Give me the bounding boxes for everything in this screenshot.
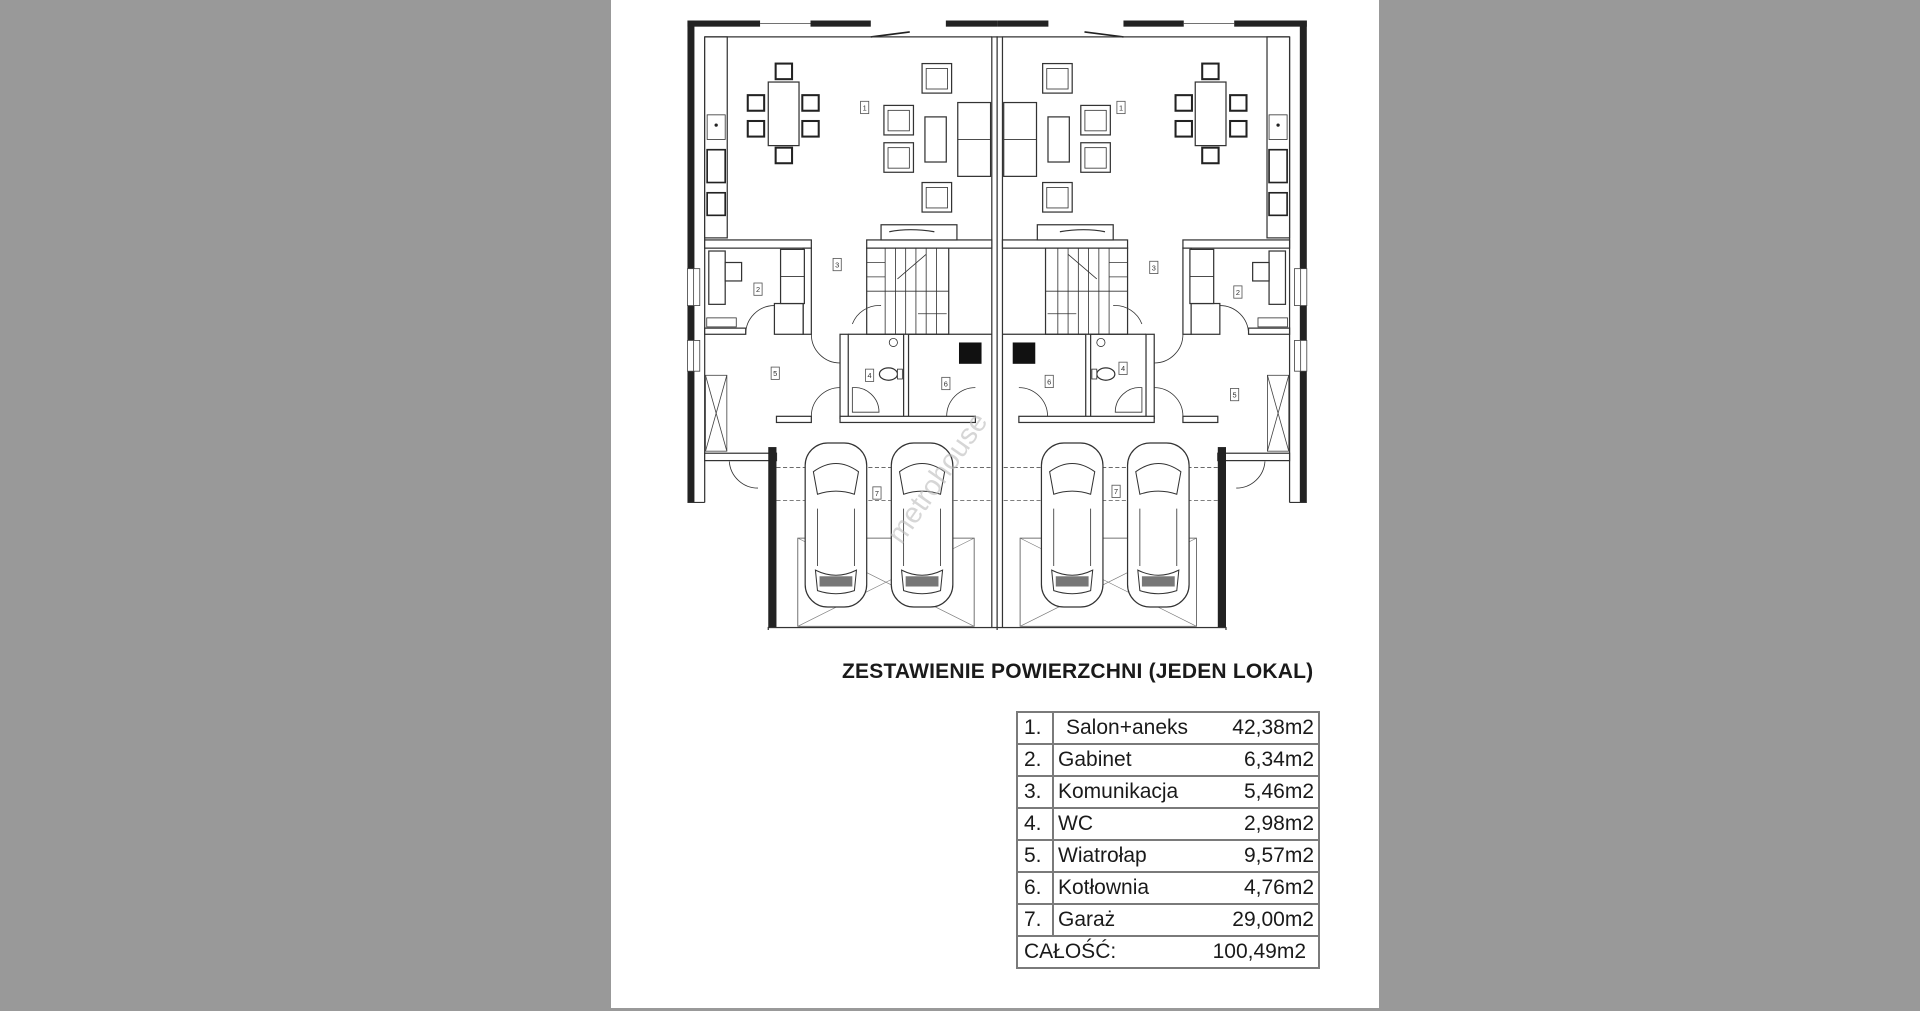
room-label: 4: [868, 371, 872, 380]
room-label: 6: [1047, 377, 1051, 386]
room-label: 2: [1236, 288, 1240, 297]
right-unit: [997, 21, 1307, 630]
room-label: 1: [863, 103, 867, 112]
room-label: 5: [773, 369, 777, 378]
floor-plan: 1 3 2 5 4 6 7 1 3 2 4 6 5 7 metrohouse: [680, 0, 1320, 630]
room-label: 3: [1152, 263, 1156, 272]
area-summary-title: ZESTAWIENIE POWIERZCHNI (JEDEN LOKAL): [842, 660, 1314, 683]
room-label: 1: [1119, 103, 1123, 112]
room-label: 4: [1121, 364, 1125, 373]
table-total-row: CAŁOŚĆ:100,49m2: [1016, 935, 1320, 969]
left-unit: [687, 21, 997, 630]
room-label: 5: [1233, 390, 1237, 399]
room-labels-right: 1 3 2 4 6 5 7: [1044, 100, 1243, 498]
room-label: 2: [756, 285, 760, 294]
room-label: 7: [875, 489, 879, 498]
room-label: 7: [1114, 487, 1118, 496]
room-labels-left: 1 3 2 5 4 6 7: [753, 100, 951, 500]
room-label: 3: [835, 260, 839, 269]
room-label: 6: [944, 379, 948, 388]
